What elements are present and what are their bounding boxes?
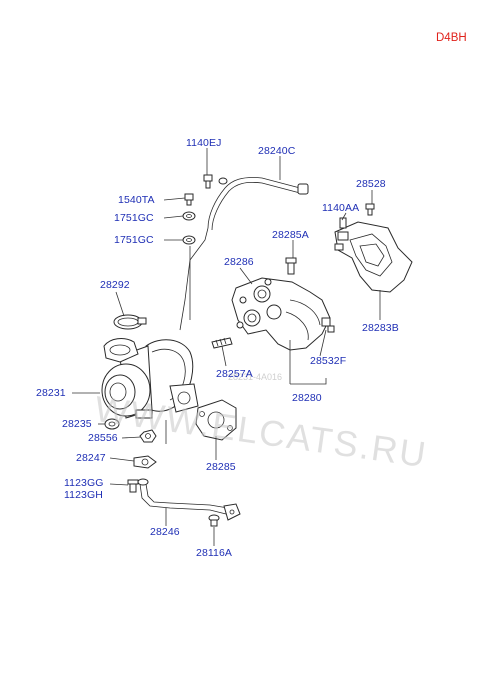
- label-28116a: 28116A: [196, 547, 233, 559]
- label-1751gc-b: 1751GC: [114, 234, 154, 246]
- bolt-1140ej: [203, 174, 213, 189]
- label-28528: 28528: [356, 178, 386, 190]
- label-28247: 28247: [76, 452, 106, 464]
- label-1140aa: 1140AA: [322, 202, 360, 214]
- nut-28532f: [321, 317, 335, 333]
- label-28235: 28235: [62, 418, 92, 430]
- label-28292: 28292: [100, 279, 130, 291]
- nut-28556: [139, 429, 157, 443]
- label-1540ta: 1540TA: [118, 194, 155, 206]
- label-28231: 28231: [36, 387, 66, 399]
- gasket-28285: [195, 399, 237, 441]
- label-1140ej: 1140EJ: [186, 137, 222, 149]
- label-28285: 28285: [206, 461, 236, 473]
- label-28280: 28280: [292, 392, 322, 404]
- leader-lines: [72, 148, 381, 546]
- bolt-1540ta: [184, 193, 194, 206]
- bolt-1123gg: [127, 479, 139, 493]
- label-28240c: 28240C: [258, 145, 296, 157]
- stud-28285a: [285, 257, 297, 275]
- clip-28116a: [208, 514, 220, 527]
- label-28246: 28246: [150, 526, 180, 538]
- gasket-28247: [133, 455, 157, 469]
- label-28283b: 28283B: [362, 322, 399, 334]
- label-1123gg: 1123GG: [64, 477, 104, 489]
- label-28532f: 28532F: [310, 355, 347, 367]
- washer-1751gc-a: [182, 211, 196, 221]
- label-28257a: 28257A: [216, 368, 253, 380]
- label-1751gc-a: 1751GC: [114, 212, 154, 224]
- model-code: D4BH: [436, 32, 467, 44]
- heat-shield: [334, 221, 413, 293]
- bolt-28528: [365, 203, 375, 216]
- bolt-1140aa: [339, 217, 347, 229]
- outlet-elbow: [231, 277, 331, 351]
- hose-clamp: [113, 314, 147, 330]
- label-28556: 28556: [88, 432, 118, 444]
- washer-1751gc-b: [182, 235, 196, 245]
- oil-return-pipe: [137, 478, 241, 521]
- stud-28257a: [211, 337, 233, 349]
- watermark-small: 28231-4A016: [228, 372, 283, 382]
- turbocharger: [101, 338, 199, 419]
- label-1123gh: 1123GH: [64, 489, 103, 501]
- label-28285a: 28285A: [272, 229, 309, 241]
- label-28286: 28286: [224, 256, 254, 268]
